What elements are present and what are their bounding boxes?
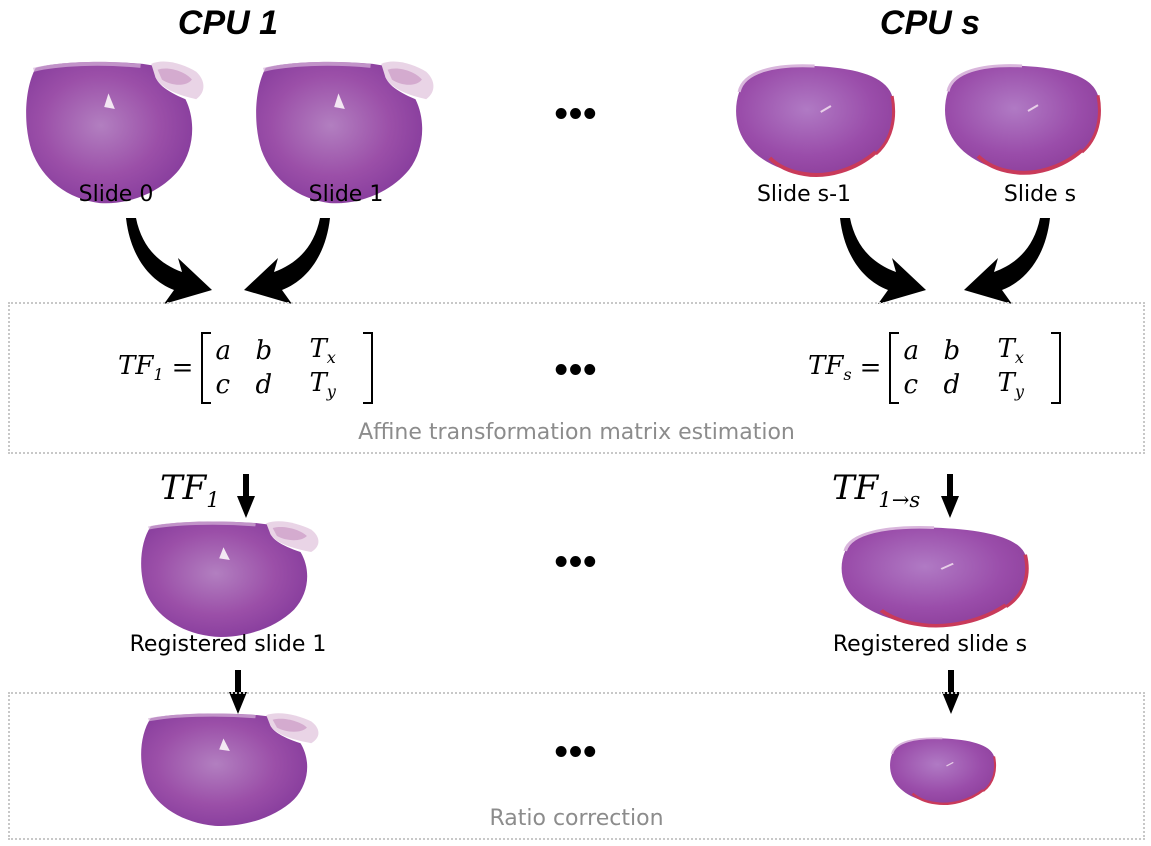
ellipsis-affine: ••• <box>554 349 598 391</box>
curved-arrow-slide-0 <box>126 218 212 304</box>
transform-equation-cpu-1: TF1 = a b Tx c d Ty <box>118 332 374 404</box>
curved-arrow-slide-s-minus-1 <box>840 218 926 304</box>
slide-s-label: Slide s <box>1003 182 1077 207</box>
tf-1-to-s-label: TF1→s <box>832 468 921 512</box>
transform-equation-cpu-s: TFs = a b Tx c d Ty <box>808 332 1062 404</box>
registered-slide-1-image <box>140 520 320 640</box>
slide-1-label: Slide 1 <box>308 182 384 207</box>
cpu-s-title: CPU s <box>879 4 981 42</box>
ellipsis-registered: ••• <box>554 541 598 583</box>
affine-estimation-box <box>8 302 1145 454</box>
down-arrow-register-cpu-1 <box>237 474 255 518</box>
affine-matrix: a b Tx c d Ty <box>889 332 1062 404</box>
ratio-corrected-slide-s-image <box>888 736 997 806</box>
ratio-correction-box <box>8 692 1145 840</box>
slide-s-minus-1-label: Slide s-1 <box>756 182 852 207</box>
registered-slide-1-label: Registered slide 1 <box>129 632 327 657</box>
slide-0-label: Slide 0 <box>78 182 154 207</box>
down-arrow-register-cpu-s <box>941 474 959 518</box>
affine-matrix: a b Tx c d Ty <box>201 332 374 404</box>
tf-1-label: TF1 <box>160 468 220 512</box>
ratio-correction-label: Ratio correction <box>489 806 664 831</box>
registered-slide-s-image <box>838 524 1038 634</box>
affine-estimation-label: Affine transformation matrix estimation <box>358 420 795 445</box>
equation-lhs: TF1 <box>118 351 164 385</box>
equation-lhs: TFs <box>808 351 852 385</box>
cpu-1-title: CPU 1 <box>177 4 279 42</box>
curved-arrow-slide-s <box>964 218 1050 304</box>
tissue-slide-s-image <box>943 63 1102 175</box>
curved-arrow-slide-1 <box>244 218 330 304</box>
tissue-slide-s-minus-1-image <box>733 62 913 192</box>
ellipsis-ratio: ••• <box>554 731 598 773</box>
ellipsis-top: ••• <box>554 93 598 135</box>
registered-slide-s-label: Registered slide s <box>832 632 1028 657</box>
